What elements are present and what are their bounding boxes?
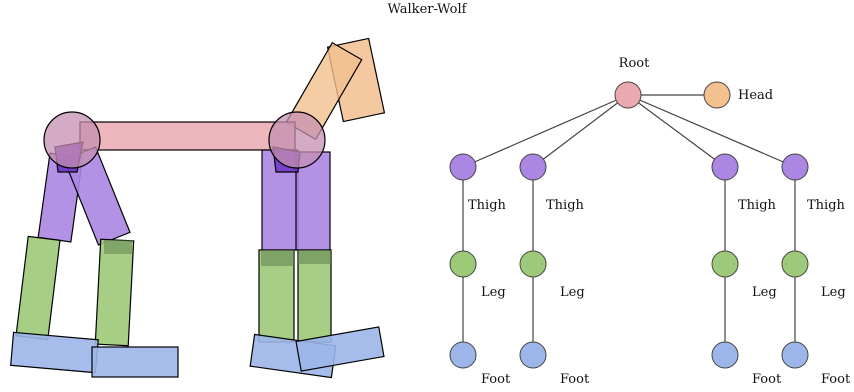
thigh-label: Thigh: [546, 198, 585, 213]
foot-label: Foot: [560, 372, 590, 387]
wolf-leg-part: [95, 239, 133, 346]
leg-node: [782, 251, 808, 277]
head-node: [704, 82, 730, 108]
wolf-hip-joint: [269, 112, 325, 168]
kinematic-tree: Root Head Thigh Leg Foot Thigh Leg Foot …: [450, 56, 851, 387]
tree-edge: [533, 95, 628, 167]
foot-node: [712, 342, 738, 368]
head-label: Head: [738, 88, 773, 103]
foot-label: Foot: [481, 372, 511, 387]
leg-label: Leg: [481, 285, 506, 300]
thigh-node: [712, 154, 738, 180]
thigh-label: Thigh: [468, 198, 507, 213]
root-label: Root: [619, 56, 650, 71]
thigh-label: Thigh: [738, 198, 777, 213]
thigh-node: [450, 154, 476, 180]
foot-node: [782, 342, 808, 368]
thigh-node: [782, 154, 808, 180]
wolf-hip-joint: [44, 112, 100, 168]
wolf-knee-overlap: [298, 250, 331, 264]
leg-label: Leg: [752, 285, 777, 300]
leg-label: Leg: [560, 285, 585, 300]
thigh-node: [520, 154, 546, 180]
tree-edge: [463, 95, 628, 167]
wolf-torso-part: [80, 122, 295, 150]
leg-label: Leg: [821, 285, 846, 300]
wolf-foot-part: [92, 347, 178, 377]
foot-label: Foot: [752, 372, 782, 387]
thigh-label: Thigh: [807, 198, 846, 213]
leg-node: [450, 251, 476, 277]
wolf-body-illustration: [11, 38, 385, 377]
foot-node: [450, 342, 476, 368]
foot-label: Foot: [821, 372, 851, 387]
wolf-foot-part: [11, 332, 99, 372]
leg-node: [712, 251, 738, 277]
wolf-knee-overlap: [261, 250, 294, 266]
wolf-leg-part: [16, 236, 60, 339]
foot-node: [520, 342, 546, 368]
root-node: [615, 82, 641, 108]
wolf-knee-overlap: [104, 240, 132, 254]
leg-node: [520, 251, 546, 277]
